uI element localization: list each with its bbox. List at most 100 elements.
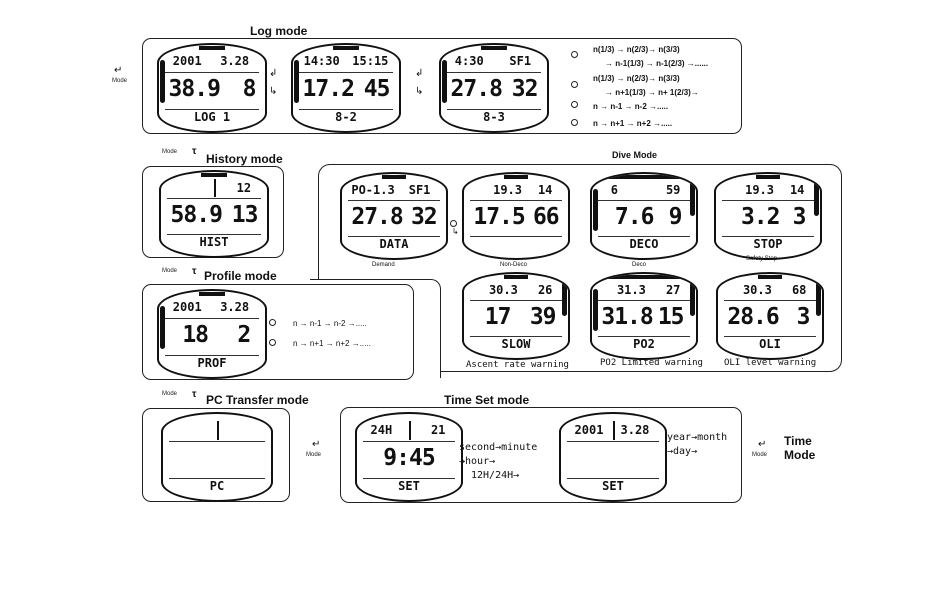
- tau-icon: τ: [192, 266, 197, 277]
- lcd-bottom: SET: [602, 479, 624, 494]
- lcd-main-left: 38.9: [168, 75, 221, 102]
- lcd-top-right: SF1: [408, 183, 431, 198]
- hook-arrow-icon: ↳: [415, 86, 424, 97]
- lcd-top-right: 68: [791, 283, 807, 298]
- dive-caption-oli: OLI level warning: [724, 358, 817, 368]
- lcd-main-right: 32: [511, 75, 539, 102]
- dive-mode-title: Dive Mode: [612, 150, 658, 160]
- dive-caption-deco: Deco: [632, 262, 647, 268]
- profile-mode-small-label: Mode: [162, 268, 178, 274]
- lcd-top-right: 3.28: [220, 54, 250, 69]
- lcd-main-right: 66: [532, 203, 560, 230]
- lcd-bottom: PO2: [633, 337, 655, 352]
- lcd-main-left: 18: [182, 321, 209, 348]
- timeset-seq-2-line-2: →day→: [667, 446, 698, 457]
- lcd-top-right: 3.28: [220, 300, 250, 315]
- lcd-main-right: 9: [668, 203, 683, 230]
- lcd-bottom: DATA: [379, 237, 409, 252]
- pc-mode-title: PC Transfer mode: [206, 393, 309, 407]
- lcd-top-left: 2001: [574, 423, 604, 438]
- log-lcd-3: 4:30 SF1 27.8 32 8-3: [439, 43, 549, 133]
- log-lcd-1: 2001 3.28 38.9 8 LOG 1: [157, 43, 267, 133]
- timeset-mode-panel: 24H 21 9:45 SET second→minute →hour→ 12H…: [340, 407, 742, 503]
- lcd-bottom: OLI: [759, 337, 781, 352]
- lcd-main-left: 7.6: [614, 203, 655, 230]
- lcd-top-right: 15:15: [352, 54, 389, 69]
- lcd-top-left: 30.3: [488, 283, 518, 298]
- lcd-top-left: 2001: [172, 54, 202, 69]
- lcd-main-right: 32: [410, 203, 438, 230]
- timeset-lcd-2: 2001 3.28 SET: [559, 412, 667, 502]
- lcd-main-left: 17: [484, 303, 512, 330]
- log-seq-2: → n-1(1/3) → n-1(2/3) →......: [605, 59, 709, 68]
- lcd-top-left: 30.3: [742, 283, 772, 298]
- dive-lcd-safety-stop: 19.3 14 3.2 3 STOP: [714, 172, 822, 260]
- timeset-seq-2-line-1: year→month: [667, 432, 728, 443]
- lcd-main-left: 27.8: [450, 75, 503, 102]
- log-seq-1: n(1/3) → n(2/3)→ n(3/3): [593, 45, 680, 54]
- hook-arrow-icon: ↵: [114, 65, 123, 76]
- tau-icon: τ: [192, 389, 197, 400]
- mode-label: Mode: [306, 452, 322, 458]
- lcd-main-left: 17.5: [473, 203, 525, 230]
- log-seq-3: n(1/3) → n(2/3)→ n(3/3): [593, 74, 680, 83]
- lcd-top-left: 24H: [370, 423, 393, 438]
- lcd-top-right: 14: [789, 183, 805, 198]
- lcd-bottom: SLOW: [501, 337, 531, 352]
- lcd-top-right: 3.28: [620, 423, 650, 438]
- log-seq-6: n → n+1 → n+2 →.....: [593, 119, 673, 128]
- hook-arrow-icon: ↲: [415, 68, 424, 79]
- dive-lcd-nondeco: 19.3 14 17.5 66: [462, 172, 570, 260]
- lcd-main-right: 45: [363, 75, 391, 102]
- button-dot-icon: [571, 101, 578, 108]
- lcd-main-time: 9:45: [383, 444, 435, 471]
- lcd-top-right: SF1: [509, 54, 532, 69]
- mode-label: Mode: [752, 452, 768, 458]
- lcd-bottom: SET: [398, 479, 420, 494]
- lcd-main-left: 27.8: [351, 203, 403, 230]
- lcd-bottom: 8-3: [483, 110, 505, 125]
- dive-lcd-oli-warning: 30.3 68 28.6 3 OLI: [716, 272, 824, 360]
- history-mode-panel: 12 58.9 13 HIST: [142, 166, 284, 258]
- pc-mode-small-label: Mode: [162, 391, 178, 397]
- history-lcd: 12 58.9 13 HIST: [159, 170, 269, 258]
- lcd-top-left: 2001: [172, 300, 202, 315]
- dive-lcd-ascent-warning: 30.3 26 17 39 SLOW: [462, 272, 570, 360]
- lcd-main-right: 3: [792, 203, 807, 230]
- timeset-lcd-1: 24H 21 9:45 SET: [355, 412, 463, 502]
- dive-caption-nondeco: Non-Deco: [500, 262, 528, 268]
- lcd-top-right: 14: [537, 183, 553, 198]
- lcd-main-left: 3.2: [740, 203, 781, 230]
- log-mode-title: Log mode: [250, 24, 308, 38]
- lcd-top-left: 19.3: [745, 183, 775, 198]
- lcd-main-right: 13: [231, 201, 259, 228]
- pc-mode-panel: PC: [142, 408, 290, 502]
- timeset-mode-title: Time Set mode: [444, 393, 530, 407]
- lcd-top-right: 26: [537, 283, 553, 298]
- lcd-top-left: 19.3: [493, 183, 523, 198]
- lcd-bottom: PC: [209, 479, 225, 494]
- lcd-top-left: 6: [610, 183, 618, 198]
- log-seq-5: n → n-1 → n-2 →.....: [593, 102, 669, 111]
- lcd-top-right: 59: [665, 183, 681, 198]
- lcd-bottom: DECO: [629, 237, 659, 252]
- lcd-top-left: 31.3: [616, 283, 646, 298]
- lcd-top-left: 4:30: [454, 54, 484, 69]
- lcd-top-left: PO-1.3: [351, 183, 395, 198]
- button-dot-icon: [571, 119, 578, 126]
- hook-arrow-icon: ↳: [452, 227, 459, 236]
- mode-label: Mode: [112, 78, 128, 84]
- profile-mode-panel: 2001 3.28 18 2 PROF n → n-1 → n-2 →.....…: [142, 284, 414, 380]
- tau-icon: τ: [192, 146, 197, 157]
- lcd-main-left: 28.6: [727, 303, 779, 330]
- dive-caption-safety-stop: Safety Stop: [746, 256, 778, 262]
- lcd-bottom: PROF: [197, 356, 227, 371]
- button-dot-icon: [450, 220, 457, 227]
- log-mode-panel: 2001 3.28 38.9 8 LOG 1 ↲ ↳ 14:30 15:15 1…: [142, 38, 742, 134]
- dive-caption-ascent: Ascent rate warning: [466, 360, 569, 370]
- lcd-top-right: 27: [665, 283, 681, 298]
- lcd-main-right: 8: [242, 75, 257, 102]
- lcd-bottom: STOP: [753, 237, 783, 252]
- lcd-main-right: 39: [529, 303, 557, 330]
- dive-lcd-demand: PO-1.3 SF1 27.8 32 DATA: [340, 172, 448, 260]
